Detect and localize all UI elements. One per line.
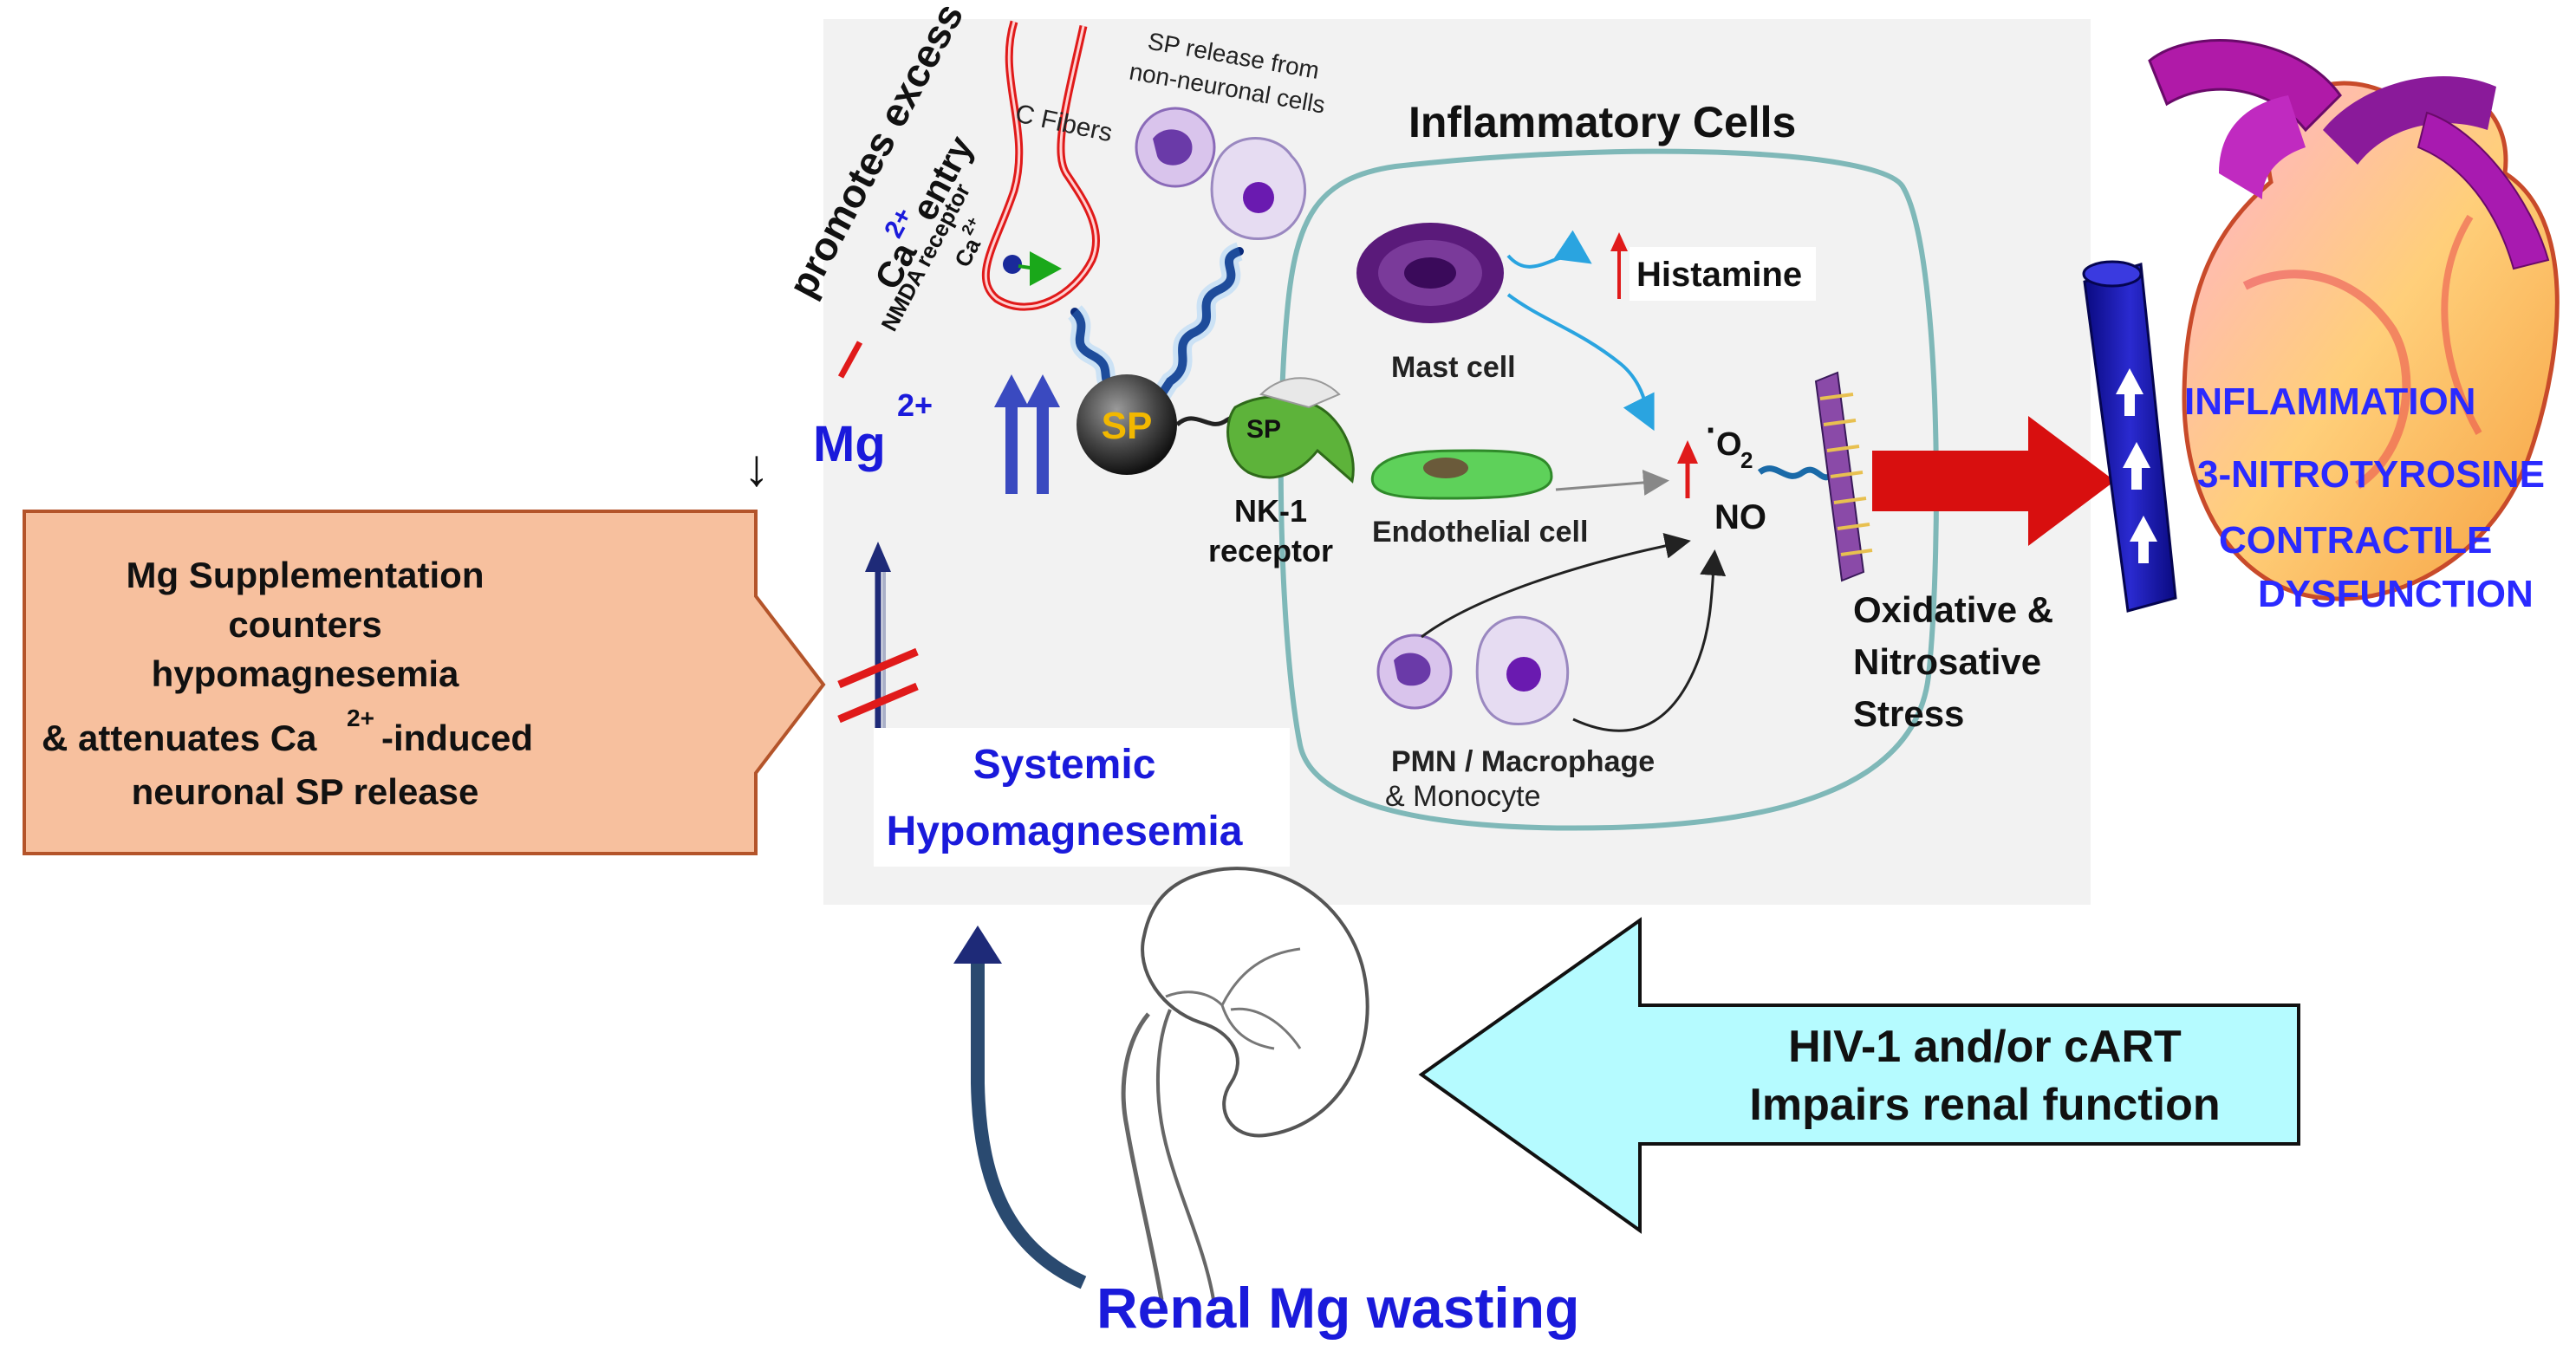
hypomagnesemia-to-mg-arrowhead [865,542,891,572]
histamine-label-box [1630,247,1816,301]
macrophage-to-ros-arrow [1572,549,1727,732]
inflammatory-cells-title: Inflammatory Cells [1408,98,1796,146]
superoxide-dot: · [1706,412,1717,450]
no-label: NO [1714,498,1766,536]
nmda-receptor-line [837,341,863,379]
superoxide-label: O [1716,426,1742,463]
contractile-label: CONTRACTILE [2219,519,2492,562]
nk1-receptor-cap [1259,377,1341,409]
endothelial-to-ros-arrow [1555,469,1669,496]
mg-supplementation-arrow [23,510,826,855]
non-neuronal-cell-2 [1210,137,1306,241]
c-fibers-highlight [984,21,1097,309]
mgsupp-line5: neuronal SP release [132,771,479,812]
oxidative-label-line3: Stress [1853,693,1964,734]
mast-cell-label: Mast cell [1391,351,1516,384]
block-slash-1 [837,647,919,689]
mgsupp-line1: Mg Supplementation [127,555,485,595]
systemic-label-line2: Hypomagnesemia [887,809,1243,854]
green-triangle [1030,251,1062,286]
membrane-strip-icon [1814,371,1873,582]
superoxide-subscript: 2 [1740,447,1753,473]
pmn-label-line1: PMN / Macrophage [1391,745,1655,778]
renal-mg-wasting-label: Renal Mg wasting [1096,1276,1579,1340]
blood-vessel-icon [2082,260,2177,613]
sp-release-squiggle-right [1140,247,1244,433]
kidney-icon [1121,867,1369,1301]
nk1-label-line1: NK-1 [1234,493,1307,529]
renal-to-systemic-arrow [971,953,1087,1289]
mgsupp-line2: counters [228,604,381,645]
non-neuronal-cell-1 [1135,107,1216,188]
inflammation-label: INFLAMMATION [2184,380,2475,423]
macrophage-cell-icon [1475,615,1570,726]
ros-up-arrow-head [1677,440,1698,464]
nk1-label-line2: receptor [1208,533,1333,568]
oxidative-label-line1: Oxidative & [1853,589,2053,630]
heart-icon [2148,39,2560,601]
pmn-to-ros-arrow [1421,533,1691,639]
pmn-label-line2: & Monocyte [1385,780,1541,813]
oxidative-label-line2: Nitrosative [1853,641,2041,682]
block-slash-2 [837,682,919,724]
mast-to-ros-arrow [1506,293,1655,432]
hiv-line2: Impairs renal function [1749,1080,2220,1130]
sp-molecule [1077,374,1177,475]
squiggle-glow-right [1135,242,1244,433]
mg-label: Mg [813,416,886,472]
mgsupp-line4b: -induced [381,718,533,758]
ca-ion-dot [1003,255,1022,274]
mgsupp-line4a: & attenuates Ca [42,718,317,758]
mast-cell-icon [1356,223,1504,323]
mg-down-arrow-icon: ↓ [744,438,770,497]
sp-molecule-label: SP [1102,405,1153,447]
mg-superscript: 2+ [897,387,933,423]
systemic-label-line1: Systemic [973,742,1156,788]
vessel-up-arrows-icon [2116,368,2157,563]
histamine-label: Histamine [1636,256,1802,294]
nk1-sp-label: SP [1246,415,1281,444]
hiv-impairs-renal-arrow [1418,917,2300,1234]
mast-to-histamine-arrow [1506,230,1592,269]
dysfunction-label: DYSFUNCTION [2258,573,2534,615]
hiv-line1: HIV-1 and/or cART [1788,1022,2182,1072]
pmn-cell-icon [1376,633,1453,710]
sp-increase-arrows-icon [994,374,1060,494]
histamine-up-arrow-head [1610,232,1628,251]
mgsupp-line3: hypomagnesemia [152,653,459,694]
ros-to-membrane-squiggle [1757,465,1831,481]
nitrotyrosine-label: 3-NITROTYROSINE [2197,453,2545,496]
mgsupp-line4sup: 2+ [347,705,374,731]
systemic-label-box [874,728,1290,867]
oxidative-stress-arrow [1872,416,2115,546]
renal-to-systemic-arrowhead [953,926,1002,964]
endothelial-cell-label: Endothelial cell [1372,516,1588,549]
endothelial-cell-icon [1370,449,1553,500]
